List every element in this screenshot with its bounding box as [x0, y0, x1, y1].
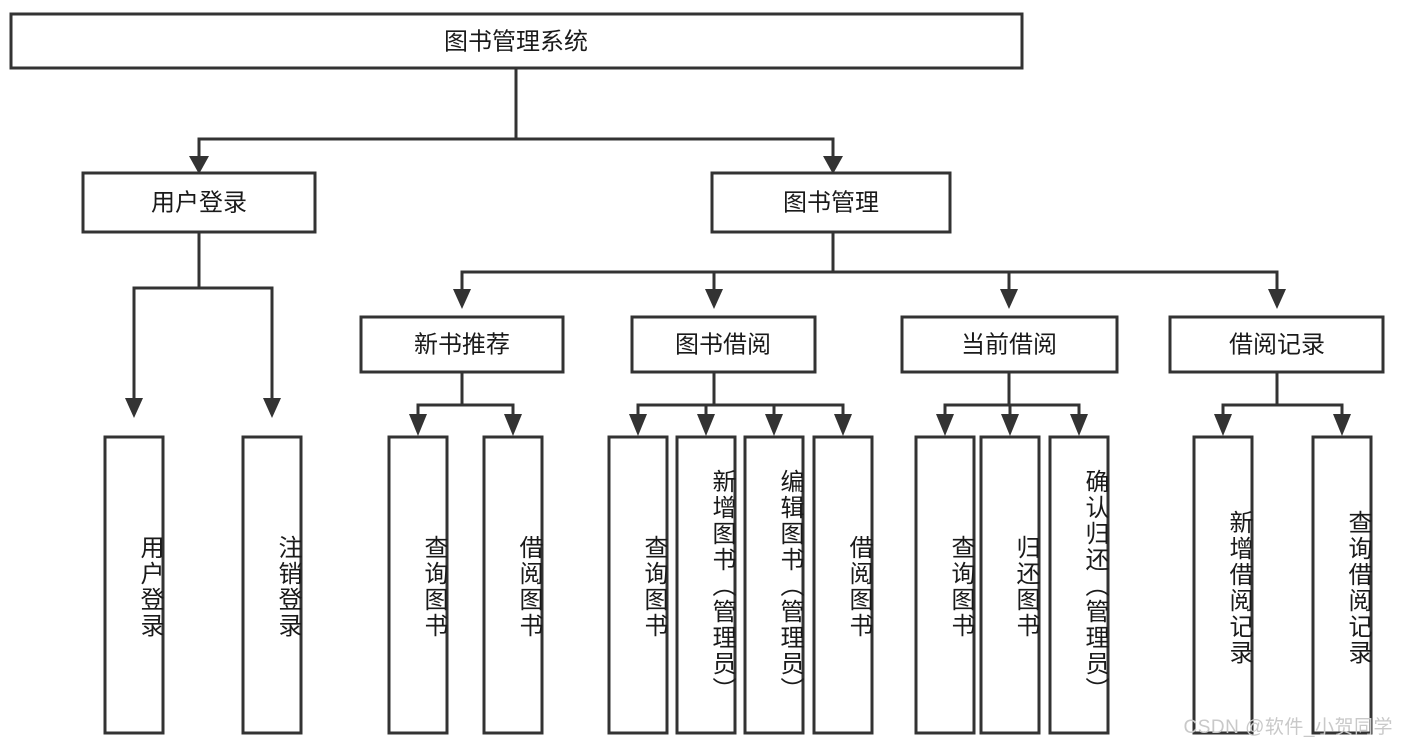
node-leaf-borrow-book-2[interactable]: [812, 435, 874, 735]
node-book-borrow-label: 图书借阅: [675, 331, 771, 358]
node-user-login[interactable]: 用户登录: [81, 171, 317, 234]
node-leaf-query-book-2[interactable]: [607, 435, 669, 735]
node-root[interactable]: 图书管理系统: [9, 12, 1024, 70]
csdn-watermark: CSDN @软件_小贺同学: [1183, 717, 1393, 738]
connector-currentborrow-to-leaves: [936, 370, 1088, 436]
node-book-borrow[interactable]: 图书借阅: [630, 315, 817, 374]
node-leaf-confirm-return-admin[interactable]: [1048, 435, 1110, 735]
connector-newbook-to-leaves: [409, 370, 522, 436]
connector-bookborrow-to-leaves: [629, 370, 852, 436]
node-current-borrow[interactable]: 当前借阅: [900, 315, 1119, 374]
node-leaf-add-borrow-record[interactable]: [1192, 435, 1254, 735]
node-leaf-borrow-book-1[interactable]: [482, 435, 544, 735]
node-borrow-record-label: 借阅记录: [1229, 331, 1325, 358]
node-root-label: 图书管理系统: [444, 28, 588, 55]
node-leaf-return-book[interactable]: [979, 435, 1041, 735]
node-leaf-query-book-1[interactable]: [387, 435, 449, 735]
node-user-login-label: 用户登录: [151, 189, 247, 216]
node-leaf-user-login[interactable]: [103, 435, 165, 735]
node-borrow-record[interactable]: 借阅记录: [1168, 315, 1385, 374]
node-new-book-recommend[interactable]: 新书推荐: [359, 315, 565, 374]
node-leaf-edit-book-admin[interactable]: [743, 435, 805, 735]
node-book-management-label: 图书管理: [783, 189, 879, 216]
node-leaf-query-borrow-record[interactable]: [1311, 435, 1373, 735]
node-new-book-recommend-label: 新书推荐: [414, 331, 510, 358]
node-book-management[interactable]: 图书管理: [710, 171, 952, 234]
node-leaf-logout[interactable]: [241, 435, 303, 735]
node-leaf-query-book-3[interactable]: [914, 435, 976, 735]
node-current-borrow-label: 当前借阅: [961, 331, 1057, 358]
connector-borrowrecord-to-leaves: [1214, 370, 1351, 436]
connector-bookmgmt-to-level3: [453, 230, 1286, 309]
connector-root-to-level2: [189, 66, 843, 174]
node-leaf-add-book-admin[interactable]: [675, 435, 737, 735]
connector-userlogin-to-leaves: [125, 230, 281, 418]
